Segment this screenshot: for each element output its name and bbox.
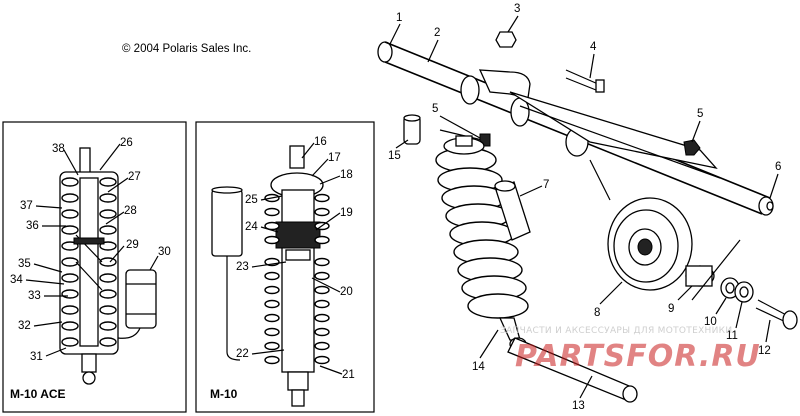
- callout-11: 11: [726, 330, 738, 342]
- callout-13: 13: [572, 400, 585, 412]
- nut-3-drawing: [495, 31, 517, 48]
- rear-axle-drawing: [377, 41, 774, 216]
- watermark-logo: PARTSFOR.RU: [515, 339, 761, 374]
- callout-3: 3: [514, 3, 520, 15]
- callout-14: 14: [472, 361, 485, 373]
- panel-m10-frame: [195, 121, 375, 413]
- idler-wheel-8-drawing: [589, 159, 693, 291]
- callout-29: 29: [126, 239, 139, 251]
- callout-9: 9: [668, 303, 674, 315]
- copyright-text: © 2004 Polaris Sales Inc.: [122, 43, 251, 55]
- panel-m10-title: M-10: [210, 387, 238, 401]
- callout-25: 25: [245, 194, 258, 206]
- watermark-tagline: ЗАПЧАСТИ И АКСЕССУАРЫ ДЛЯ МОТОТЕХНИКИ: [500, 326, 732, 336]
- callout-10: 10: [704, 316, 717, 328]
- callout-21: 21: [342, 369, 355, 381]
- panel-m10: M-10: [195, 121, 375, 413]
- callout-33: 33: [28, 290, 41, 302]
- shock-m10-ace-drawing: [59, 147, 157, 385]
- bolt-4-drawing: [565, 69, 599, 91]
- callout-31: 31: [30, 351, 43, 363]
- callout-19: 19: [340, 207, 353, 219]
- callout-18: 18: [340, 169, 353, 181]
- watermark: ЗАПЧАСТИ И АКСЕССУАРЫ ДЛЯ МОТОТЕХНИКИ PA…: [500, 326, 761, 374]
- lower-arm-13-drawing: [507, 337, 638, 403]
- callout-28: 28: [124, 205, 137, 217]
- callout-5-right: 5: [697, 108, 703, 120]
- callout-1: 1: [396, 12, 402, 24]
- callout-35: 35: [18, 258, 31, 270]
- callout-37: 37: [20, 200, 33, 212]
- callout-7: 7: [543, 179, 549, 191]
- callout-16: 16: [314, 136, 327, 148]
- callout-12: 12: [758, 345, 771, 357]
- callout-6: 6: [775, 161, 781, 173]
- callout-36: 36: [26, 220, 39, 232]
- callout-32: 32: [18, 320, 31, 332]
- spacer-9-drawing: [685, 265, 715, 287]
- shock-m10-drawing: [211, 145, 330, 407]
- panel-m10-ace: M-10 ACE: [2, 121, 187, 413]
- callout-34: 34: [10, 274, 23, 286]
- callout-38: 38: [52, 143, 65, 155]
- callout-8: 8: [594, 307, 600, 319]
- callout-22: 22: [236, 348, 249, 360]
- callout-5: 5: [432, 103, 438, 115]
- callout-17: 17: [328, 152, 341, 164]
- callout-27: 27: [128, 171, 141, 183]
- callout-2: 2: [434, 27, 440, 39]
- callout-30: 30: [158, 246, 171, 258]
- callout-24: 24: [245, 221, 258, 233]
- callout-20: 20: [340, 286, 353, 298]
- callout-4: 4: [590, 41, 597, 53]
- panel-m10-ace-title: M-10 ACE: [10, 387, 66, 401]
- callout-26: 26: [120, 137, 133, 149]
- callout-15: 15: [388, 150, 401, 162]
- panel-m10-ace-frame: [2, 121, 187, 413]
- callout-23: 23: [236, 261, 249, 273]
- bolt-12-drawing: [755, 299, 798, 330]
- shock-14-drawing: [435, 135, 531, 351]
- assembly-exploded-view: 1 2 3 4 5 5 6 7 8 9 10 11 12 13 14 15: [377, 3, 798, 412]
